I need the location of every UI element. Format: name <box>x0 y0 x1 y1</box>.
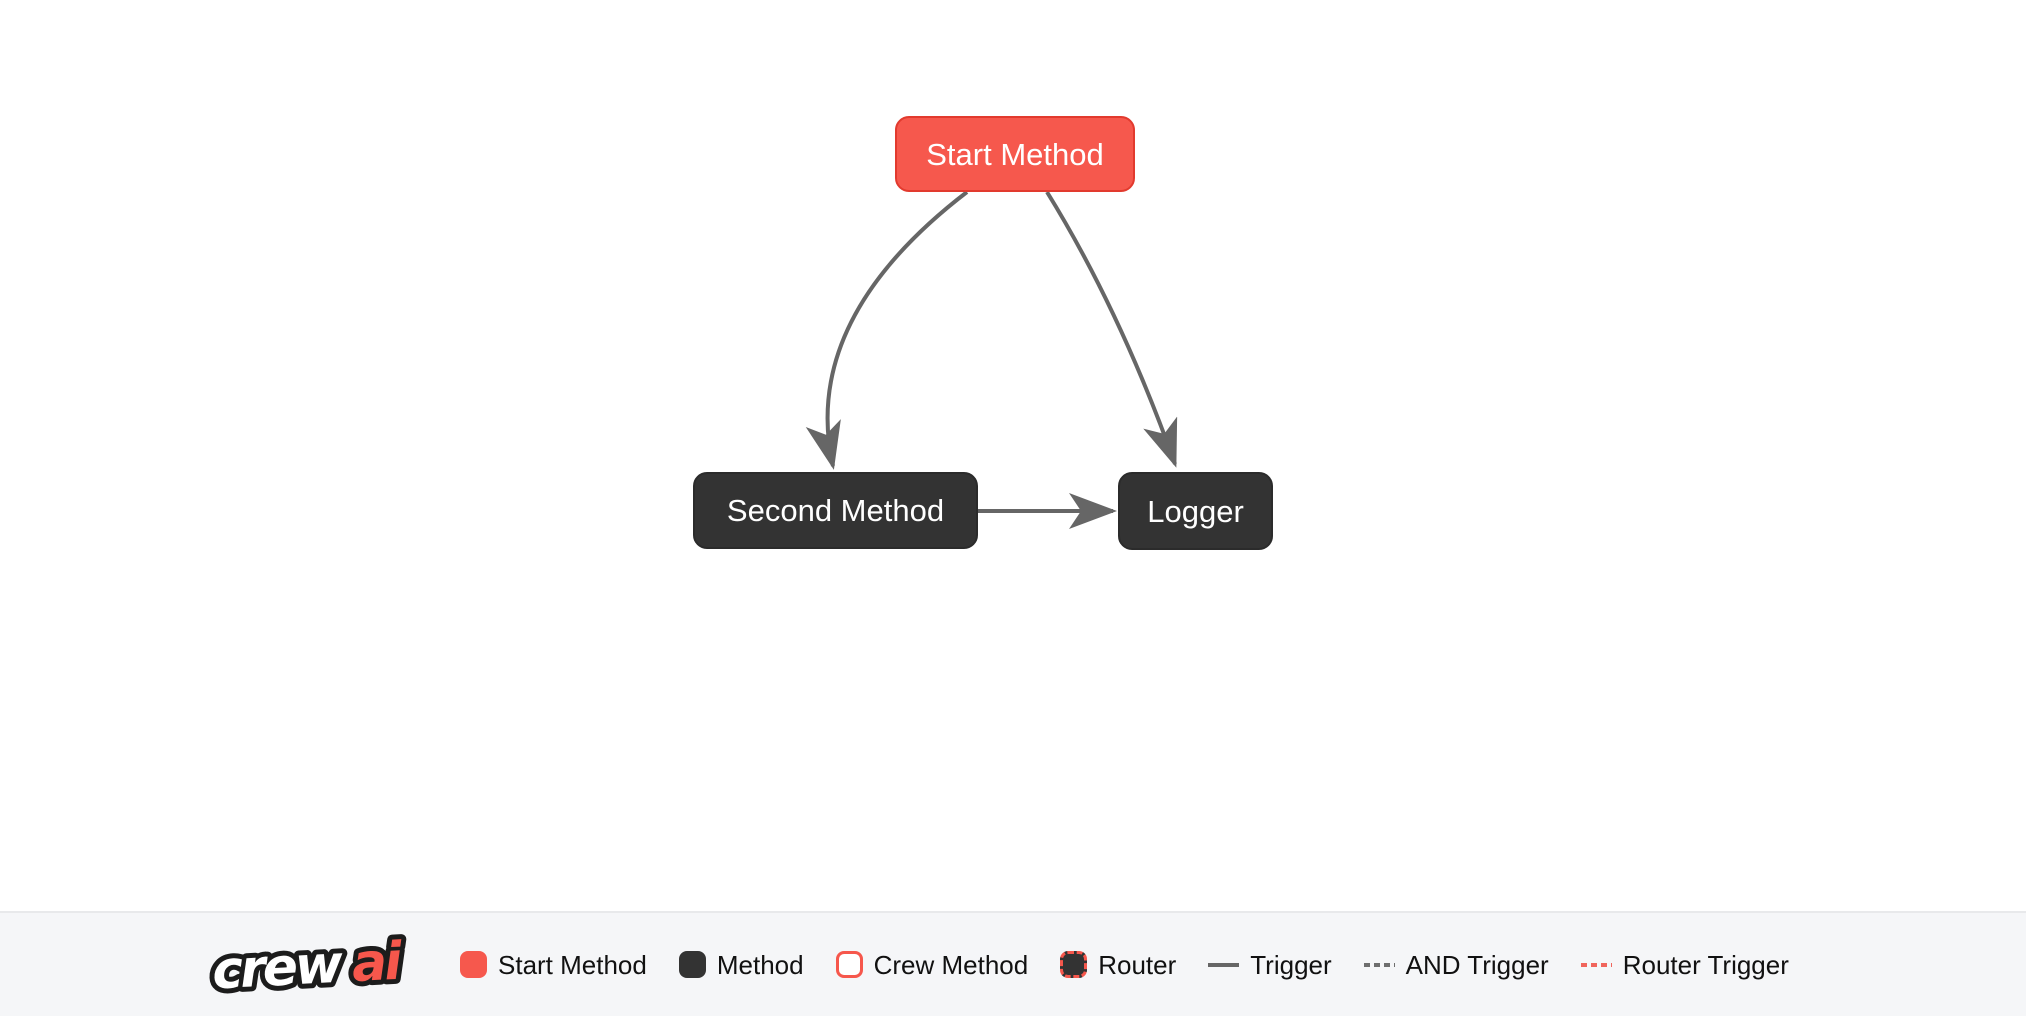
legend-item-and-trigger: AND Trigger <box>1363 949 1549 980</box>
legend-item-start-method: Start Method <box>460 951 647 978</box>
legend-item-router: Router <box>1060 951 1176 978</box>
legend-label: AND Trigger <box>1405 949 1549 980</box>
legend-bar: crew ai Start Method Method Crew Method … <box>0 911 2026 1016</box>
node-label: Start Method <box>926 136 1104 172</box>
legend-label: Router Trigger <box>1622 949 1789 980</box>
crewai-logo: crew ai <box>206 929 410 1001</box>
legend-item-method: Method <box>678 949 804 980</box>
legend-marker-crew-method <box>835 951 863 978</box>
legend-label: Router <box>1098 949 1177 980</box>
flow-canvas[interactable]: Start Method Second Method Logger <box>0 0 2026 911</box>
legend-item-router-trigger: Router Trigger <box>1580 949 1789 980</box>
node-second-method[interactable]: Second Method <box>693 472 978 549</box>
node-label: Second Method <box>726 493 945 528</box>
legend-marker-start-method <box>460 951 487 978</box>
legend-marker-trigger-line <box>1208 962 1240 967</box>
legend-item-crew-method: Crew Method <box>835 949 1029 980</box>
edges-layer <box>805 190 1178 529</box>
logo-text-crew: crew <box>211 934 346 1000</box>
node-label: Logger <box>1147 493 1244 529</box>
logo-text-ai: ai <box>350 931 404 994</box>
legend-marker-router-trigger-line <box>1580 962 1612 967</box>
legend-label: Start Method <box>498 949 647 980</box>
node-logger[interactable]: Logger <box>1118 472 1273 550</box>
legend-label: Crew Method <box>873 949 1029 980</box>
legend-marker-router <box>1060 951 1088 978</box>
edge-start-to-second <box>805 190 969 470</box>
legend-item-trigger: Trigger <box>1208 949 1332 980</box>
node-start-method[interactable]: Start Method <box>895 116 1135 192</box>
legend-items: Start Method Method Crew Method Router T… <box>460 951 1789 978</box>
legend-marker-and-trigger-line <box>1363 962 1395 967</box>
legend-label: Method <box>716 949 804 980</box>
edge-start-to-logger <box>1045 190 1178 468</box>
legend-marker-method <box>678 951 706 978</box>
legend-label: Trigger <box>1250 949 1332 980</box>
